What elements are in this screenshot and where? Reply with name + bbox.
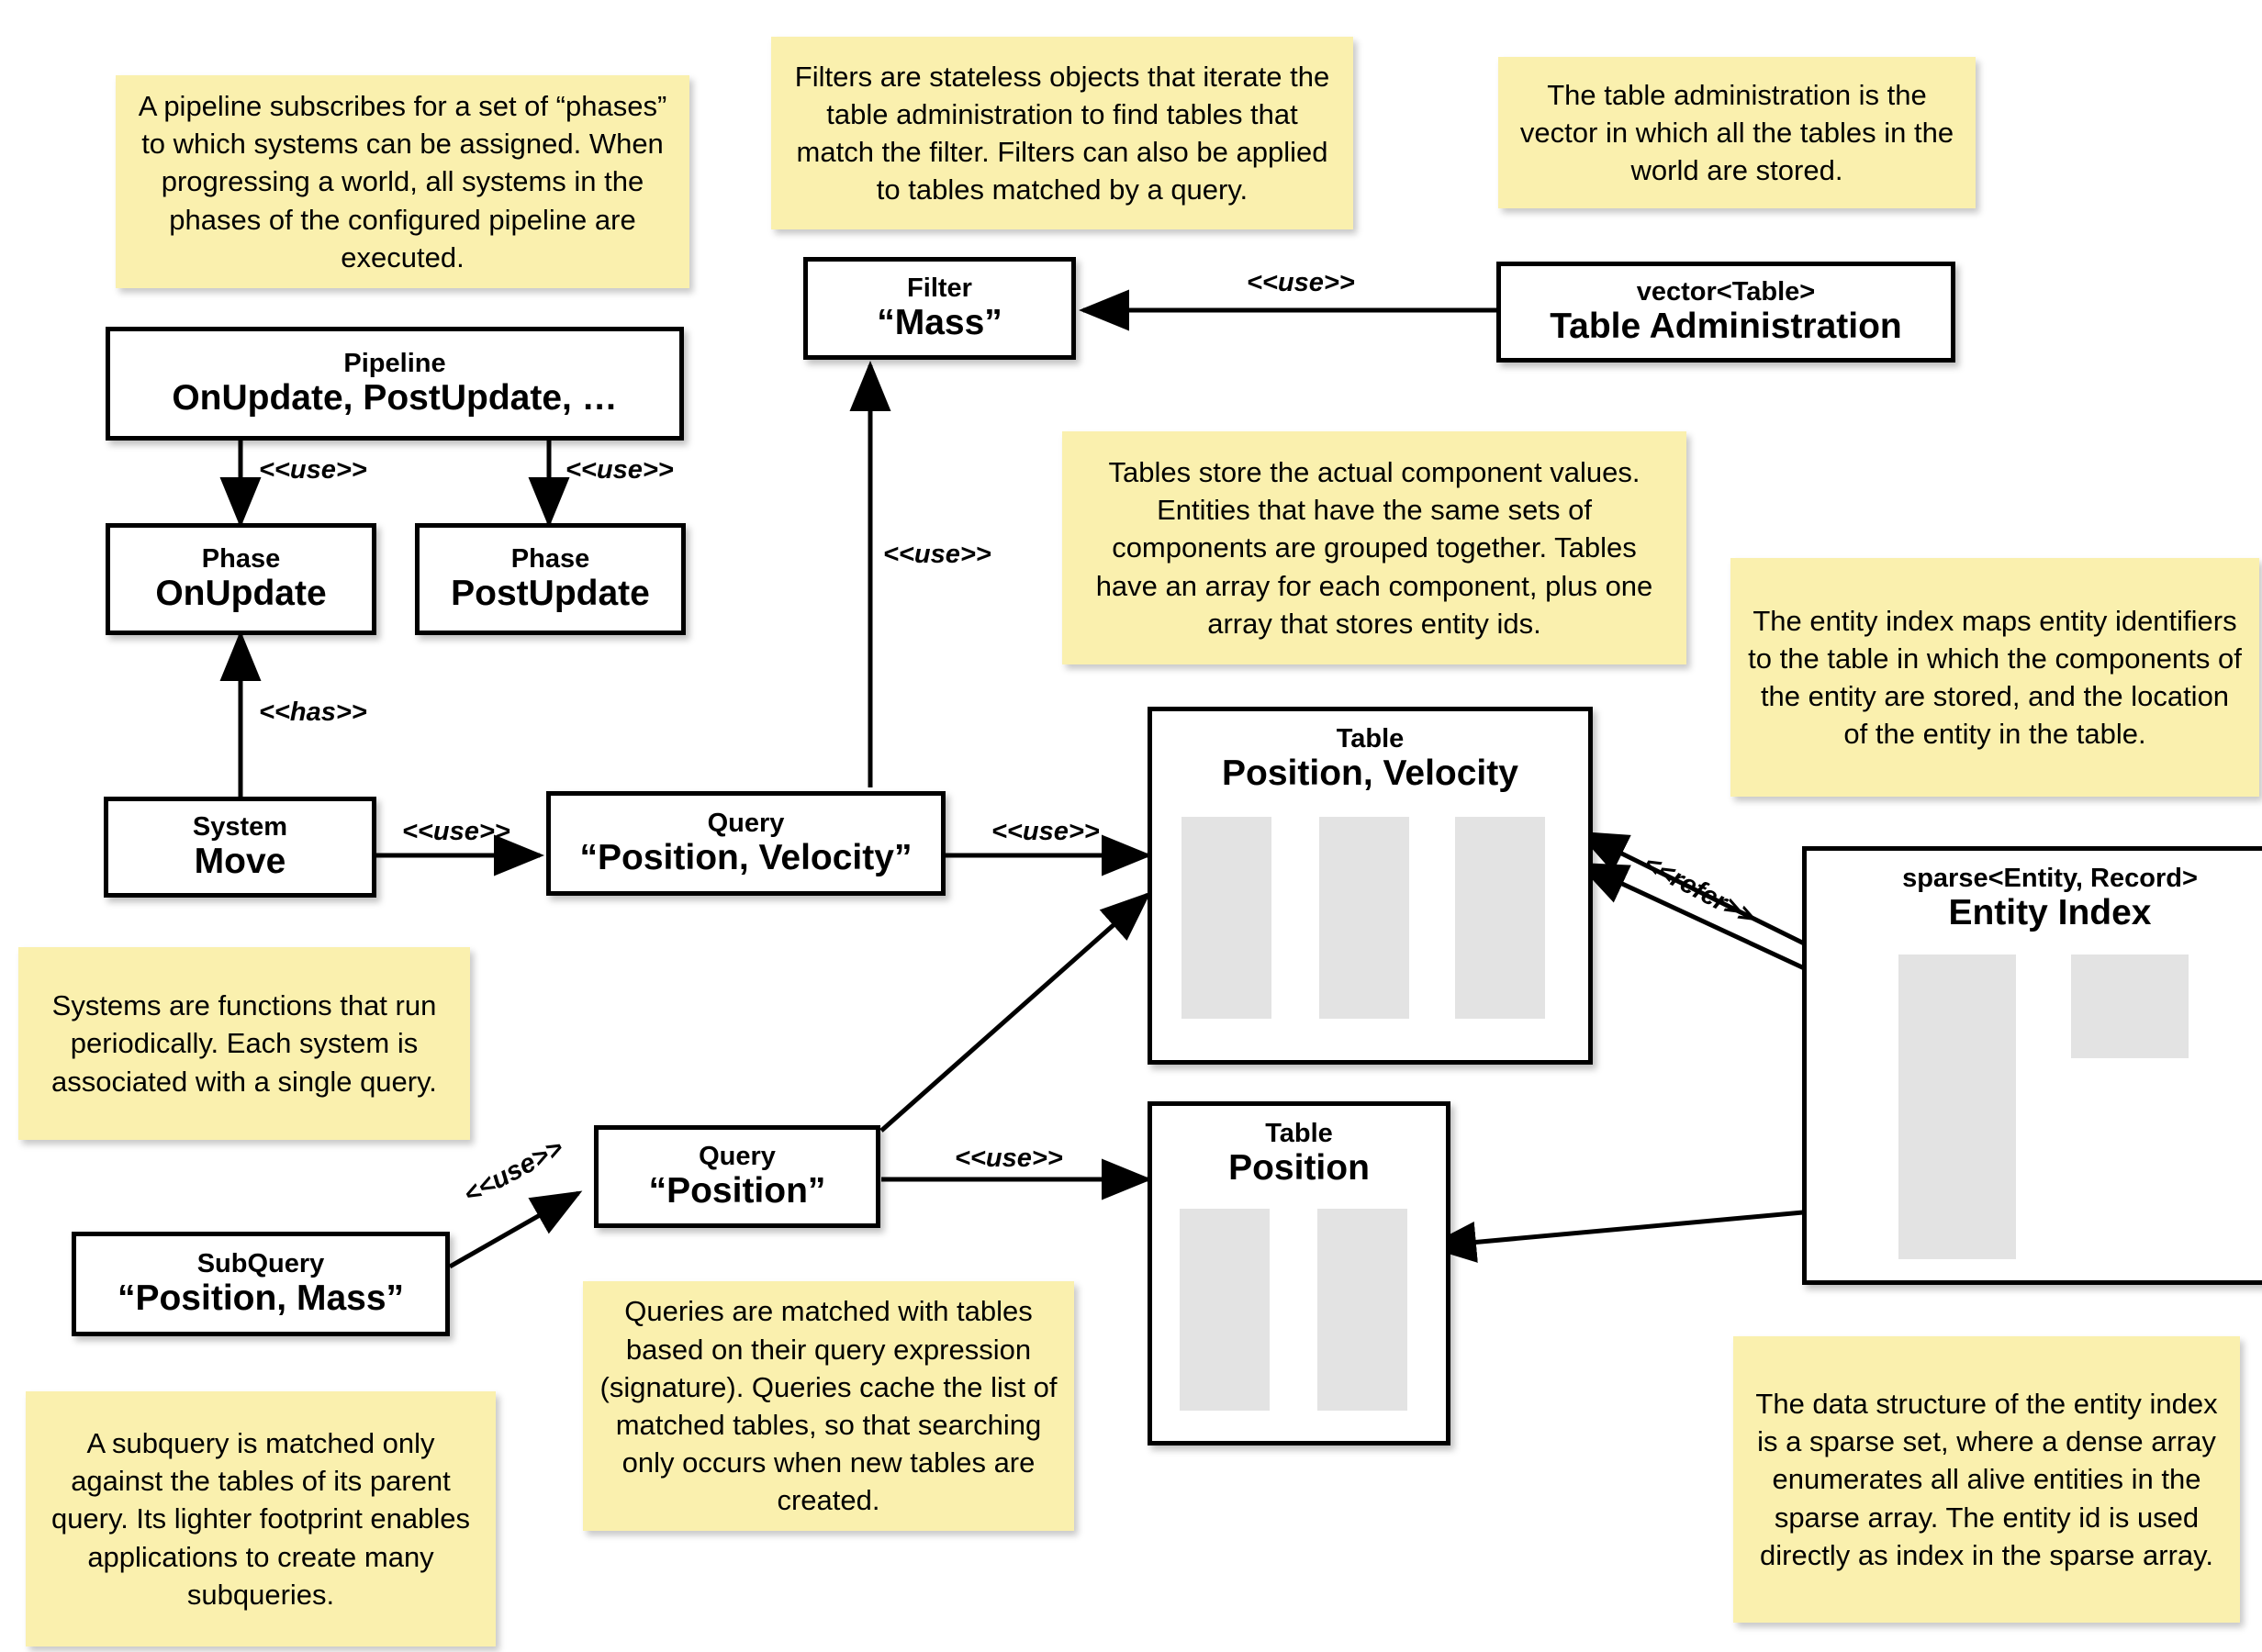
table-p-column-2 (1317, 1209, 1407, 1411)
box-query-position-velocity[interactable]: Query “Position, Velocity” (546, 791, 946, 896)
box-phase-onupdate[interactable]: Phase OnUpdate (106, 523, 376, 635)
edge-label-pipeline-postupdate: <<use>> (566, 455, 674, 485)
box-phase-postupdate[interactable]: Phase PostUpdate (415, 523, 686, 635)
box-filter-stereotype: Filter (907, 273, 972, 303)
box-subquery-title: “Position, Mass” (117, 1278, 405, 1319)
box-table-administration[interactable]: vector<Table> Table Administration (1496, 262, 1955, 363)
box-subquery-position-mass[interactable]: SubQuery “Position, Mass” (72, 1232, 450, 1336)
box-phase-onupdate-stereotype: Phase (201, 543, 281, 574)
box-table-p-stereotype: Table (1265, 1119, 1333, 1148)
edge-label-subquery-uses-query: <<use>> (459, 1133, 568, 1211)
box-table-position[interactable]: Table Position (1148, 1101, 1450, 1446)
box-query-pv-title: “Position, Velocity” (579, 838, 913, 878)
note-filter: Filters are stateless objects that itera… (771, 37, 1353, 229)
box-query-pv-stereotype: Query (707, 808, 785, 838)
table-pv-column-3 (1455, 817, 1545, 1019)
box-subquery-stereotype: SubQuery (196, 1248, 325, 1278)
note-tables: Tables store the actual component values… (1062, 431, 1686, 664)
box-system-move-title: Move (194, 842, 286, 882)
box-filter-mass[interactable]: Filter “Mass” (803, 257, 1076, 360)
edge-label-pipeline-onupdate: <<use>> (259, 455, 367, 485)
box-table-admin-title: Table Administration (1550, 307, 1902, 347)
entity-index-dense-array (2071, 954, 2189, 1058)
box-filter-title: “Mass” (877, 303, 1002, 343)
box-phase-postupdate-stereotype: Phase (510, 543, 590, 574)
box-pipeline-stereotype: Pipeline (343, 348, 446, 378)
box-table-pv-title: Position, Velocity (1222, 753, 1518, 794)
edge-label-querypv-uses-table: <<use>> (991, 817, 1100, 846)
table-p-column-1 (1180, 1209, 1270, 1411)
edge-label-index-refers-table: <<refer>> (1638, 849, 1760, 932)
edge-label-system-has-phase: <<has>> (259, 698, 367, 727)
edge-label-queryp-uses-table: <<use>> (955, 1144, 1063, 1173)
table-pv-column-1 (1181, 817, 1271, 1019)
edge-label-query-uses-filter: <<use>> (883, 540, 991, 569)
box-query-position[interactable]: Query “Position” (594, 1125, 880, 1228)
box-entity-index-title: Entity Index (1948, 893, 2152, 933)
note-subquery: A subquery is matched only against the t… (26, 1391, 496, 1646)
note-queries: Queries are matched with tables based on… (583, 1281, 1074, 1531)
edge-index-tablep (1426, 1204, 1864, 1263)
box-pipeline-title: OnUpdate, PostUpdate, … (172, 378, 618, 419)
entity-index-sparse-array (1898, 954, 2016, 1259)
box-system-move[interactable]: System Move (104, 797, 376, 898)
box-table-position-velocity[interactable]: Table Position, Velocity (1148, 707, 1593, 1065)
box-phase-postupdate-title: PostUpdate (451, 574, 650, 614)
box-entity-index-stereotype: sparse<Entity, Record> (1902, 864, 2198, 893)
note-pipeline: A pipeline subscribes for a set of “phas… (116, 75, 689, 288)
box-phase-onupdate-title: OnUpdate (155, 574, 327, 614)
box-table-pv-stereotype: Table (1336, 724, 1405, 753)
edge-label-admin-uses-filter: <<use>> (1247, 268, 1355, 297)
note-table-admin: The table administration is the vector i… (1498, 57, 1976, 208)
edge-queryp-tablepv (879, 891, 1151, 1133)
box-table-p-title: Position (1228, 1148, 1370, 1189)
box-query-p-stereotype: Query (699, 1141, 776, 1171)
box-query-p-title: “Position” (648, 1171, 826, 1211)
edge-label-system-uses-query: <<use>> (402, 817, 510, 846)
table-pv-column-2 (1319, 817, 1409, 1019)
note-sparse-set: The data structure of the entity index i… (1733, 1336, 2240, 1623)
box-table-admin-stereotype: vector<Table> (1636, 276, 1816, 307)
note-systems: Systems are functions that run periodica… (18, 947, 470, 1140)
box-system-move-stereotype: System (192, 811, 288, 842)
box-entity-index[interactable]: sparse<Entity, Record> Entity Index (1802, 846, 2262, 1285)
note-entity-index: The entity index maps entity identifiers… (1730, 558, 2259, 797)
box-pipeline[interactable]: Pipeline OnUpdate, PostUpdate, … (106, 327, 684, 441)
